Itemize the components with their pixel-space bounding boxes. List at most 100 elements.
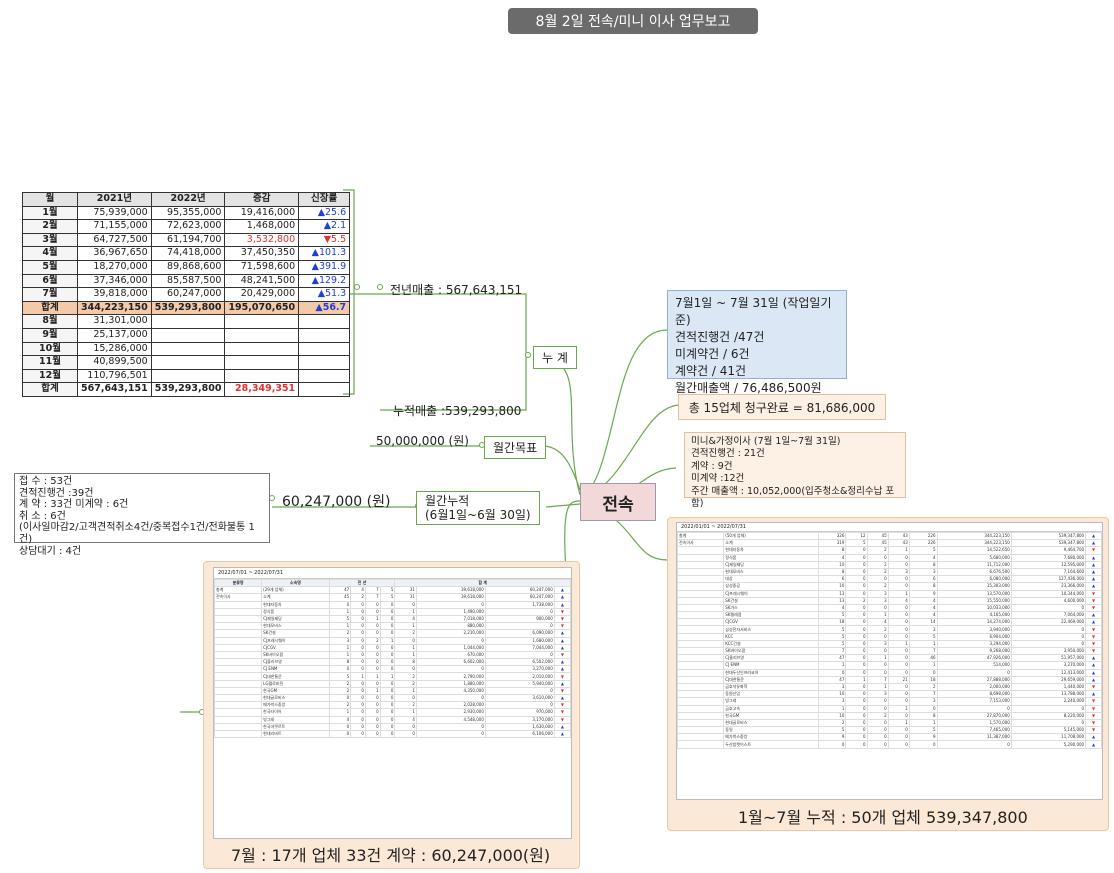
- shot-cell: [677, 611, 725, 620]
- shot-cell: 0: [845, 567, 868, 577]
- shot-cell: 1,570,000: [936, 718, 1012, 728]
- shot-cell: 6,904,000: [936, 632, 1012, 641]
- col-diff: 증감: [224, 192, 300, 207]
- shot-cell: CJ ENM: [261, 665, 330, 674]
- shot-cell: [677, 575, 725, 584]
- shot-cell: 1,440,000: [1010, 682, 1087, 692]
- monthly-cumulative-title: 월간누적: [425, 494, 470, 508]
- central-topic-node[interactable]: 전속: [580, 483, 656, 521]
- shot-cell: ▲: [1085, 575, 1102, 584]
- shot-cell: 0: [379, 650, 396, 660]
- diff-cell: [224, 341, 300, 357]
- shot-cell: 5: [379, 593, 396, 602]
- shot-cell: 0: [845, 618, 868, 627]
- shot-cell: 0: [866, 733, 889, 742]
- shot-cell: 0: [394, 600, 417, 609]
- shot-cell: 0: [350, 622, 366, 631]
- shot-cell: 1: [328, 650, 352, 660]
- shot-cell: [214, 614, 263, 624]
- shot-cell: 현대자동차: [261, 600, 330, 609]
- shot-cell: 4: [394, 715, 417, 724]
- shot-cell: ▼: [1085, 589, 1102, 598]
- month-cell: 9월: [22, 327, 78, 343]
- shot-cell: 0: [350, 701, 366, 710]
- col-month: 월: [22, 192, 78, 207]
- shot-cell: 5: [328, 614, 352, 624]
- shot-cell: [677, 646, 725, 656]
- shot-cell: 0: [364, 722, 381, 731]
- shot-cell: 1: [817, 704, 847, 713]
- shot-cell: 3: [908, 567, 938, 577]
- diff-cell: 1,468,000: [224, 219, 300, 234]
- growth-cell: ▲101.3: [298, 246, 351, 261]
- shot-cell: 1: [866, 682, 889, 692]
- shot-cell: 0: [364, 643, 381, 652]
- shot-cell: 0: [845, 654, 868, 663]
- shot-cell: 0: [845, 726, 868, 735]
- shot-cell: 3,950,000: [1010, 646, 1087, 656]
- shot-cell: CJ제일제당: [261, 614, 330, 624]
- shot-cell: CJ제일제당: [723, 560, 819, 569]
- mini-line: 견적진행건 : 21건: [691, 448, 765, 460]
- shot-cell: CJ프레시웨이: [723, 589, 819, 598]
- shot-cell: 0: [845, 553, 868, 562]
- shot-cell: 3: [866, 690, 889, 699]
- shot-cell: [214, 665, 263, 674]
- shot-cell: 0: [350, 643, 366, 652]
- shot-cell: 한국GM: [723, 711, 819, 720]
- shot-cell: [677, 675, 725, 684]
- shot-cell: 0: [364, 679, 381, 688]
- shot-cell: 0: [394, 729, 417, 739]
- value-2022-cell: 95,355,000: [150, 205, 226, 221]
- value-2022-cell: 72,623,000: [150, 219, 226, 234]
- shot-cell: ▼: [1085, 596, 1102, 605]
- shot-cell: 한국GM: [261, 686, 330, 696]
- shot-cell: 0: [845, 704, 868, 713]
- shot-cell: 2: [364, 636, 381, 645]
- shot-cell: 0: [364, 600, 381, 609]
- shot-cell: 4,165,000: [936, 611, 1012, 620]
- shot-cell: ▲: [1085, 553, 1102, 562]
- diff-cell: [224, 327, 300, 343]
- shot-cell: 2: [866, 567, 889, 577]
- shot-cell: [677, 639, 725, 649]
- value-2021-cell: 31,301,000: [77, 314, 152, 329]
- shot-cell: 0: [364, 715, 381, 724]
- shot-cell: [214, 607, 263, 616]
- shot-cell: 0: [845, 582, 868, 591]
- shot-cell: 0: [379, 629, 396, 638]
- shot-cell: 빙그레: [723, 697, 819, 706]
- shot-cell: [677, 560, 725, 569]
- month-cell: 4월: [22, 246, 78, 261]
- shot-cell: 1: [364, 672, 381, 681]
- shot-cell: 8: [908, 711, 938, 720]
- cumulative-node[interactable]: 누 계: [533, 346, 577, 369]
- shot-cell: 0: [394, 665, 417, 674]
- shot-cell: 0: [394, 636, 417, 645]
- monthly-target-node[interactable]: 월간목표: [484, 436, 547, 459]
- shot-cell: 0: [350, 600, 366, 609]
- shot-cell: 4: [394, 614, 417, 624]
- shot-cell: 한국타이어: [261, 708, 330, 717]
- shot-cell: 0: [1010, 718, 1087, 728]
- shot-cell: 326: [817, 531, 847, 541]
- shot-cell: 빙그레: [261, 715, 330, 724]
- shot-cell: [677, 589, 725, 598]
- mini-line: 미계약 :12건: [691, 473, 745, 485]
- shot-cell: 0: [350, 607, 366, 616]
- shot-cell: 0: [1010, 704, 1087, 713]
- shot-cell: 0: [350, 650, 366, 660]
- monthly-cumulative-node[interactable]: 월간누적 (6월1일~6월 30일): [416, 491, 540, 525]
- shot-cell: 970,000: [484, 708, 555, 717]
- shot-cell: 5: [908, 726, 938, 735]
- shot-cell: 0: [908, 704, 938, 713]
